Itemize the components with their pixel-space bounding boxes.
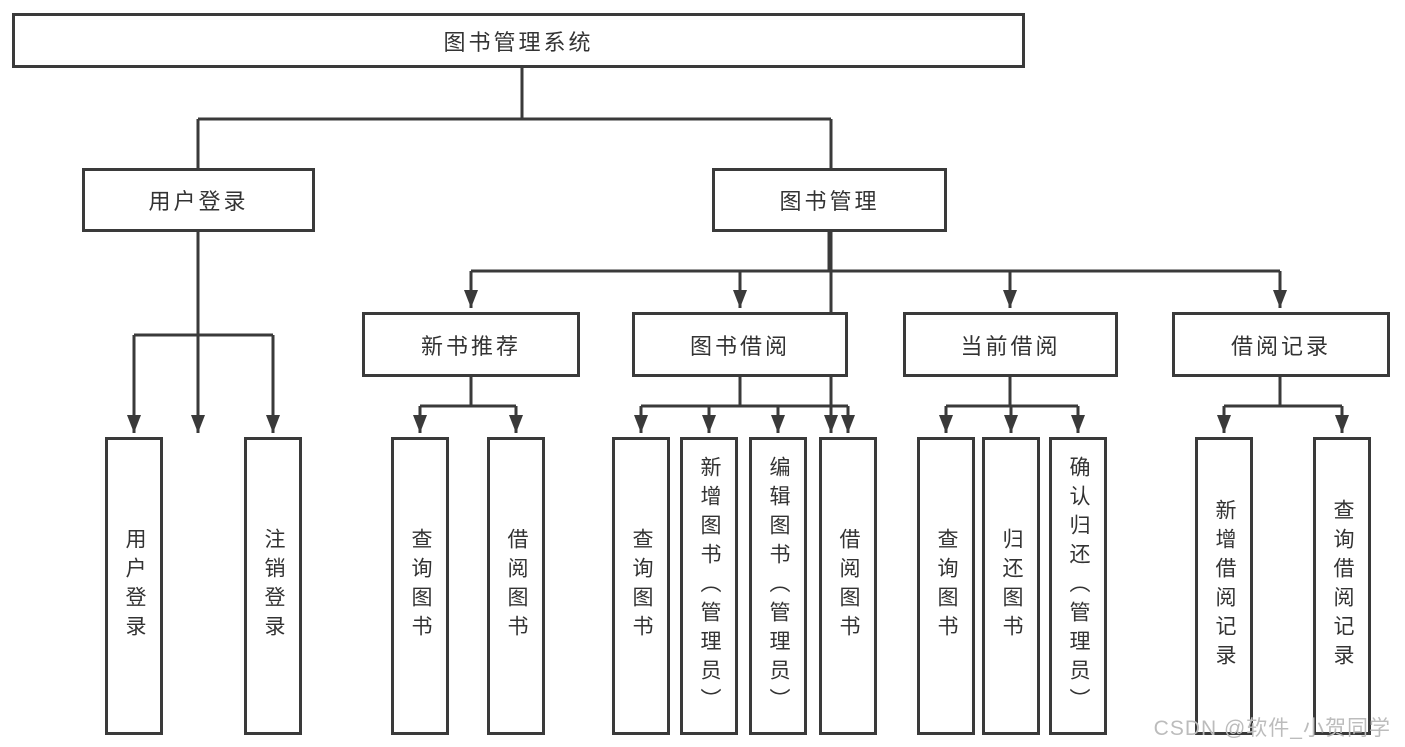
csdn-watermark: CSDN @软件_小贺同学: [1153, 717, 1391, 740]
node-borrow-records: 借阅记录: [1172, 312, 1390, 377]
node-current-borrowing: 当前借阅: [903, 312, 1118, 377]
connector-current-borrowing-to-leaves: [939, 377, 1085, 433]
node-leaf-borrow-books-borrowing: 借阅图书: [819, 437, 877, 735]
connector-book-management-to-level3: [464, 232, 1287, 308]
node-book-borrowing: 图书借阅: [632, 312, 848, 377]
node-leaf-query-borrow-record: 查询借阅记录: [1313, 437, 1371, 735]
connector-new-book-recommend-to-leaves: [413, 377, 523, 433]
node-leaf-add-books-admin: 新增图书（管理员）: [680, 437, 738, 735]
node-leaf-logout: 注销登录: [244, 437, 302, 735]
node-leaf-edit-books-admin: 编辑图书（管理员）: [749, 437, 807, 735]
node-new-book-recommend: 新书推荐: [362, 312, 580, 377]
node-leaf-return-books: 归还图书: [982, 437, 1040, 735]
node-leaf-borrow-books-recommend: 借阅图书: [487, 437, 545, 735]
node-leaf-confirm-return-admin: 确认归还（管理员）: [1049, 437, 1107, 735]
node-leaf-query-books-recommend: 查询图书: [391, 437, 449, 735]
node-root-library-system: 图书管理系统: [12, 13, 1025, 68]
connector-root-to-level2: [191, 66, 838, 433]
node-leaf-add-borrow-record: 新增借阅记录: [1195, 437, 1253, 735]
node-leaf-query-books-borrowing: 查询图书: [612, 437, 670, 735]
node-book-management: 图书管理: [712, 168, 947, 232]
node-leaf-user-login: 用户登录: [105, 437, 163, 735]
node-user-login-group: 用户登录: [82, 168, 315, 232]
connector-user-login-to-leaves: [127, 232, 280, 433]
node-leaf-query-books-current: 查询图书: [917, 437, 975, 735]
connector-borrow-records-to-leaves: [1217, 377, 1349, 433]
connector-book-borrowing-to-leaves: [634, 377, 855, 433]
